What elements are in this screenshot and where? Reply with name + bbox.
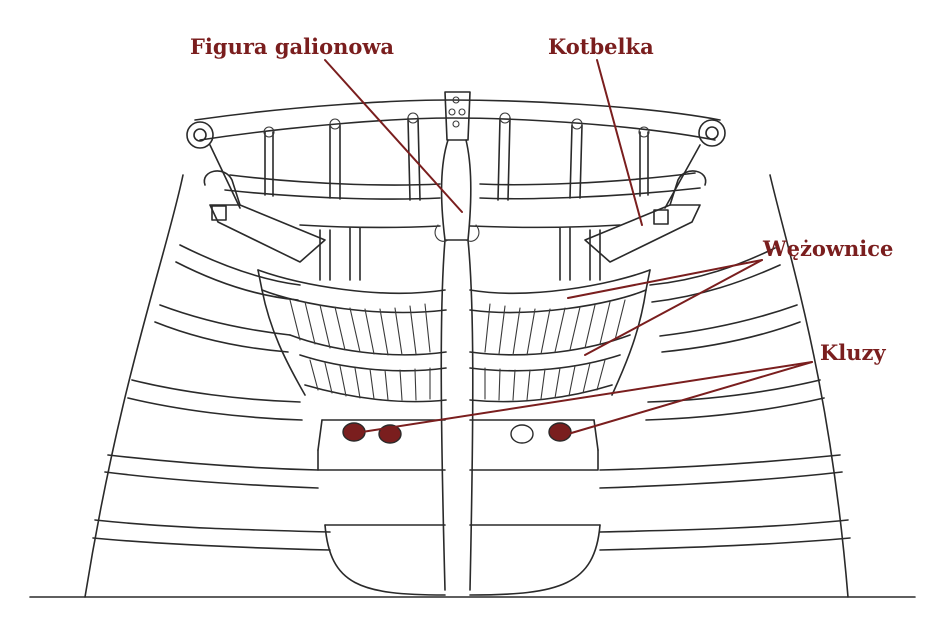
head-supports (299, 224, 621, 281)
label-cathead: Kotbelka (548, 34, 654, 59)
hull-wales-left (92, 244, 331, 551)
leader-hawse-2 (567, 361, 813, 435)
leader-head-rails-1 (567, 259, 763, 299)
hawse-hole-4 (548, 422, 572, 442)
label-figurehead: Figura galionowa (190, 34, 394, 59)
leader-hawse-1 (361, 361, 813, 433)
rail-stanchions (263, 112, 650, 201)
head-rails-left (257, 269, 447, 403)
cathead-right (584, 170, 707, 263)
leader-cathead (596, 59, 643, 226)
rail-frame (186, 99, 726, 209)
hawse-hole-3 (510, 424, 534, 444)
leader-head-rails-2 (584, 259, 763, 356)
leader-lines (324, 59, 813, 435)
cathead-left (203, 170, 326, 263)
head-gratings-right (484, 299, 626, 401)
keel-block (317, 419, 601, 596)
head-gratings-left (289, 299, 431, 401)
stem-and-figurehead (434, 91, 480, 591)
head-rails-right (469, 269, 651, 403)
label-hawse-holes: Kluzy (820, 340, 886, 365)
label-head-rails: Wężownice (762, 236, 893, 261)
hawse-holes (342, 422, 572, 444)
hull-outline (84, 174, 849, 598)
leader-figurehead (324, 59, 463, 213)
hull-wales-right (599, 247, 851, 551)
